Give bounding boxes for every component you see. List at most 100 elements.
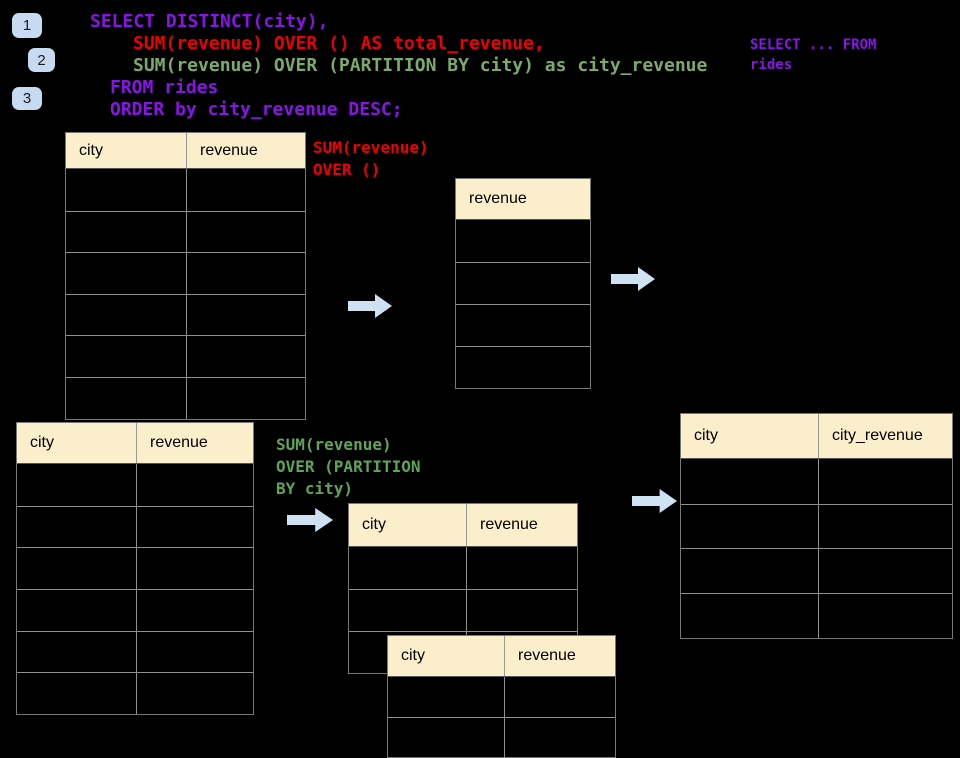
table-empty-cell <box>681 549 818 593</box>
table-source-top: city revenue <box>65 132 306 420</box>
right-arrow-icon <box>632 489 677 513</box>
sql-line-sum-partition: SUM(revenue) OVER (PARTITION BY city) as… <box>133 55 708 76</box>
table-empty-cell <box>186 336 305 377</box>
column-header-revenue: revenue <box>186 133 305 168</box>
annotation-total-revenue-fn: SUM(revenue)OVER () <box>313 138 429 179</box>
table-result-city-revenue: city city_revenue <box>680 413 953 639</box>
table-empty-cell <box>136 673 253 715</box>
table-empty-row <box>456 346 590 388</box>
sql-window-function-diagram: { "badges": [ {"label": "1"}, {"label": … <box>12 11 953 758</box>
table-empty-cell <box>186 211 305 253</box>
sql-line-from: FROM rides <box>110 77 219 98</box>
sql-line-select: SELECT DISTINCT(city), <box>90 11 329 32</box>
table-empty-cell <box>66 336 186 377</box>
table-empty-row <box>66 169 305 211</box>
table-empty-row <box>17 464 253 506</box>
right-arrow-icon <box>348 294 392 318</box>
table-empty-cell <box>456 263 590 304</box>
step-badge-1: 1 <box>12 13 42 38</box>
sql-line-order-by: ORDER by city_revenue DESC; <box>110 99 403 120</box>
table-empty-row <box>681 593 952 638</box>
table-empty-row <box>456 304 590 346</box>
table-empty-cell <box>456 305 590 346</box>
step-badge-3: 3 <box>12 87 42 110</box>
table-empty-cell <box>456 347 590 388</box>
column-header-city: city <box>30 434 54 451</box>
table-empty-row <box>388 677 615 717</box>
table-empty-cell <box>388 718 504 757</box>
table-header-row: city revenue <box>66 133 305 169</box>
table-empty-cell <box>681 505 818 549</box>
column-header-revenue: revenue <box>136 423 253 463</box>
right-arrow-icon <box>611 267 655 291</box>
right-arrow-icon <box>287 508 333 532</box>
table-empty-row <box>681 548 952 594</box>
table-empty-cell <box>456 220 590 262</box>
table-empty-cell <box>66 253 186 294</box>
table-empty-row <box>456 262 590 304</box>
table-empty-cell <box>186 169 305 211</box>
sql-line-sum-over: SUM(revenue) OVER () AS total_revenue, <box>133 33 545 54</box>
table-empty-cell <box>818 504 952 549</box>
table-empty-cell <box>136 506 253 548</box>
step-badge-2: 2 <box>28 48 55 72</box>
table-header-row: city revenue <box>388 636 615 677</box>
table-empty-row <box>681 459 952 504</box>
table-empty-cell <box>349 590 466 631</box>
table-empty-cell <box>136 590 253 631</box>
table-empty-cell <box>388 677 504 717</box>
table-empty-row <box>66 335 305 377</box>
table-empty-cell <box>504 677 615 717</box>
table-empty-row <box>349 547 577 589</box>
table-empty-cell <box>136 548 253 590</box>
column-header-city: city <box>694 427 718 444</box>
table-empty-cell <box>349 547 466 589</box>
table-empty-row <box>17 589 253 631</box>
table-header-row: city city_revenue <box>681 414 952 459</box>
column-header-city: city <box>79 141 103 159</box>
side-note-code: SELECT ... FROM rides <box>750 35 876 75</box>
column-header-city: city <box>362 516 386 533</box>
table-empty-cell <box>818 594 952 638</box>
table-empty-row <box>388 717 615 757</box>
table-empty-row <box>66 376 305 419</box>
table-empty-cell <box>66 169 186 211</box>
table-source-bottom: city revenue <box>16 422 254 716</box>
column-header-revenue: revenue <box>466 504 577 546</box>
table-empty-row <box>681 503 952 549</box>
table-empty-cell <box>66 378 186 419</box>
table-empty-cell <box>66 295 186 336</box>
table-empty-cell <box>136 464 253 506</box>
table-partition-back: city revenue <box>348 503 578 674</box>
table-header-row: city revenue <box>17 423 253 464</box>
table-empty-cell <box>17 464 136 506</box>
column-header-revenue: revenue <box>504 636 615 676</box>
table-total-revenue: revenue <box>455 178 591 389</box>
column-header-city-revenue: city_revenue <box>818 414 952 458</box>
table-empty-row <box>66 210 305 253</box>
column-header-revenue: revenue <box>469 190 527 207</box>
table-empty-cell <box>17 673 136 714</box>
table-empty-cell <box>466 547 577 589</box>
table-empty-row <box>17 547 253 590</box>
table-empty-cell <box>17 507 136 548</box>
table-empty-row <box>456 220 590 262</box>
table-empty-row <box>17 505 253 548</box>
table-empty-cell <box>17 548 136 589</box>
table-header-row: city revenue <box>349 504 577 547</box>
column-header-city: city <box>401 647 425 664</box>
side-note-line-2: rides <box>750 57 793 73</box>
table-empty-row <box>17 672 253 715</box>
table-empty-cell <box>466 590 577 631</box>
table-empty-cell <box>136 631 253 673</box>
side-note-line-1: SELECT ... FROM <box>750 37 877 53</box>
table-empty-cell <box>186 253 305 294</box>
table-empty-row <box>66 252 305 294</box>
table-empty-row <box>349 589 577 631</box>
table-partition-front: city revenue <box>387 635 616 758</box>
table-header-row: revenue <box>456 179 590 220</box>
table-empty-cell <box>17 590 136 631</box>
table-empty-cell <box>504 718 615 757</box>
table-empty-cell <box>17 632 136 673</box>
